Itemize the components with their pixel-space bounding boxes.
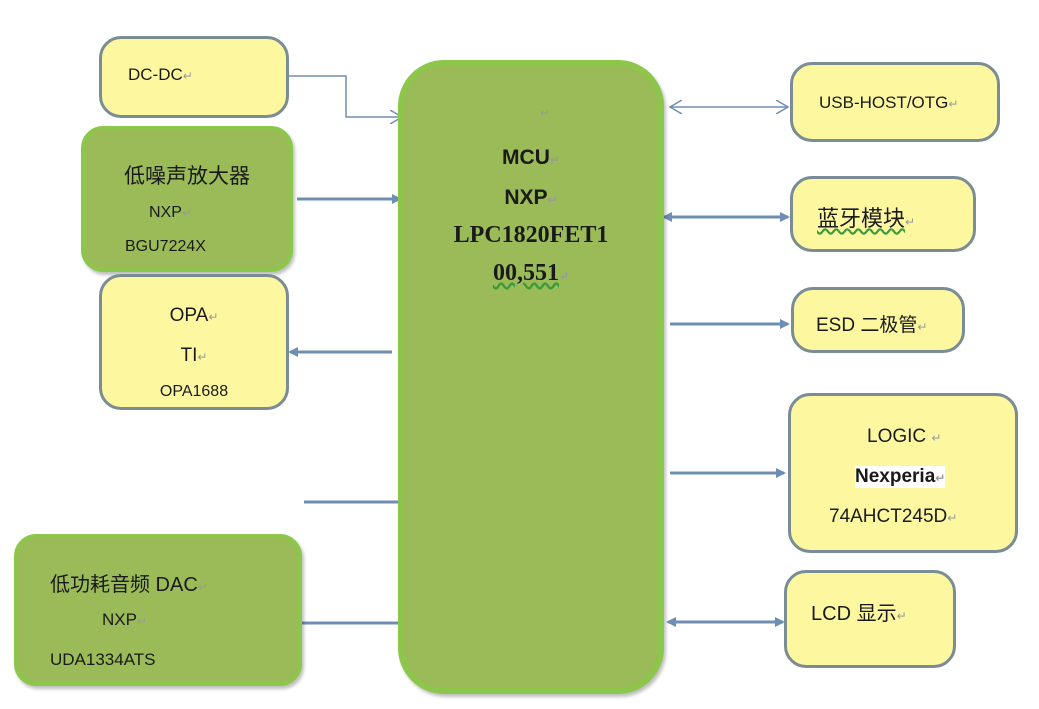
arrow-dcdc-to-mcu [288, 75, 402, 117]
bluetooth-label: 蓝牙模块↵ [817, 206, 916, 231]
lna-title: 低噪声放大器 [124, 165, 250, 188]
mcu-line-3: LPC1820FET1 [453, 222, 609, 248]
logic-title: LOGIC ↵ [867, 426, 942, 447]
block-logic: LOGIC ↵ Nexperia↵ 74AHCT245D↵ [788, 393, 1018, 553]
mcu-block: ↵ MCU↵ NXP↵ LPC1820FET1 00,551↵ [398, 60, 664, 694]
block-opa: OPA↵ TI↵ OPA1688 [99, 274, 289, 410]
mcu-line-2: NXP↵ [504, 186, 558, 209]
block-esd: ESD 二极管↵ [791, 287, 965, 353]
dac-title: 低功耗音频 DAC↵ [50, 574, 208, 596]
opa-part: OPA1688 [159, 383, 229, 400]
lcd-label: LCD 显示↵ [811, 603, 907, 625]
usb-label: USB-HOST/OTG↵ [819, 93, 959, 112]
block-dac: 低功耗音频 DAC↵ NXP↵ UDA1334ATS [14, 534, 302, 686]
esd-label: ESD 二极管↵ [816, 315, 928, 336]
block-usb: USB-HOST/OTG↵ [790, 62, 1000, 142]
logic-part: 74AHCT245D↵ [829, 506, 958, 527]
block-dcdc: DC-DC↵ [99, 36, 289, 118]
return-mark: ↵ [540, 106, 551, 120]
opa-vendor: TI↵ [180, 345, 208, 366]
block-bluetooth: 蓝牙模块↵ [790, 176, 976, 252]
lna-vendor: NXP↵ [149, 204, 192, 221]
dac-part: UDA1334ATS [50, 650, 156, 669]
dcdc-label: DC-DC↵ [128, 65, 193, 84]
dac-vendor: NXP↵ [102, 610, 148, 629]
opa-title: OPA↵ [169, 305, 219, 326]
block-lna: 低噪声放大器 NXP↵ BGU7224X [81, 126, 293, 272]
logic-vendor: Nexperia↵ [855, 466, 946, 488]
lna-part: BGU7224X [125, 238, 206, 255]
mcu-line-1: MCU↵ [502, 146, 560, 169]
block-lcd: LCD 显示↵ [784, 570, 956, 668]
mcu-line-4: 00,551↵ [492, 260, 570, 286]
